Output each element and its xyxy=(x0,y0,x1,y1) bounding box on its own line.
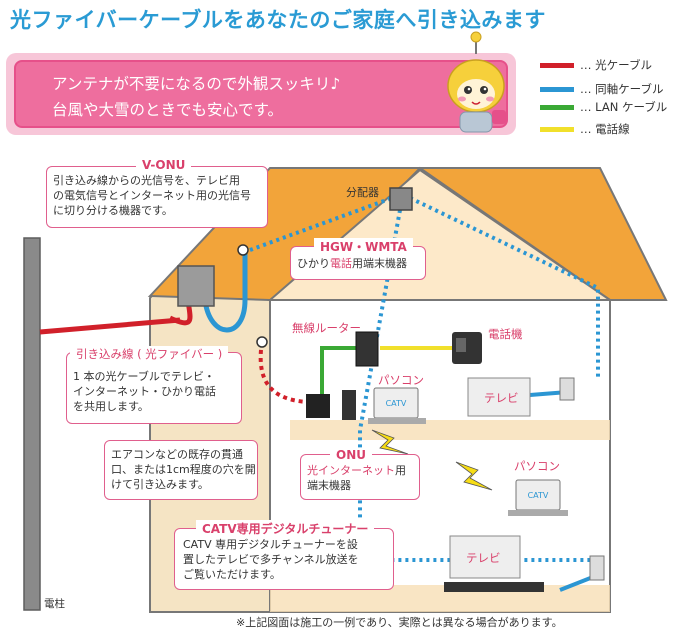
tv2-outlet xyxy=(589,555,605,581)
dropline-title: 引き込み線 ( 光ファイバー ) xyxy=(70,346,229,362)
dropline-text-2: インターネット・ひかり電話 xyxy=(73,385,216,398)
floor-upper xyxy=(290,420,610,440)
legend-swatch-phone-line xyxy=(540,126,574,132)
page-title: 光ファイバーケーブルをあなたのご家庭へ引き込みます xyxy=(10,8,546,32)
splitter-device xyxy=(389,187,413,211)
onu-text-line2: 端末機器 xyxy=(307,479,351,492)
legend-label-lan: … LAN ケーブル xyxy=(580,100,668,114)
catv-title: CATV専用デジタルチューナー xyxy=(196,520,375,537)
hgw-text-suffix: 用端末機器 xyxy=(352,257,407,270)
intro-banner-inner: アンテナが不要になるので外観スッキリ♪ 台風や大雪のときでも安心です。 xyxy=(14,60,508,128)
legend-item-optical: … 光ケーブル xyxy=(540,57,652,73)
legend-item-phone-line: … 電話線 xyxy=(540,121,630,137)
hgw-text-prefix: ひかり xyxy=(297,257,330,270)
legend-swatch-optical xyxy=(540,62,574,68)
v-onu-callout: 引き込み線からの光信号を、テレビ用 の電気信号とインターネット用の光信号 に切り… xyxy=(46,166,268,228)
hgw-title: HGW・WMTA xyxy=(314,238,413,255)
v-onu-text-3: に切り分ける機器です。 xyxy=(53,204,173,217)
wireless-signal-icon xyxy=(455,461,493,491)
pole-label: 電柱 xyxy=(44,598,65,610)
tv2 xyxy=(449,535,521,579)
legend-swatch-lan xyxy=(540,104,574,110)
tv2-label: テレビ xyxy=(466,551,501,565)
tv1 xyxy=(467,377,531,417)
tv1-outlet xyxy=(559,377,575,401)
aircon-note-2: 口、または1cm程度の穴を開 xyxy=(111,463,256,476)
intro-line-2: 台風や大雪のときでも安心です。 xyxy=(52,101,283,119)
pc2-label: パソコン xyxy=(514,459,560,473)
catv-text-2: 置したテレビで多チャンネル放送を xyxy=(183,553,359,566)
v-onu-text-1: 引き込み線からの光信号を、テレビ用 xyxy=(53,174,240,187)
dropline-text-3: を共用します。 xyxy=(73,400,149,413)
router-device xyxy=(355,331,379,367)
footnote: ※上記図面は施工の一例であり、実際とは異なる場合があります。 xyxy=(236,616,563,629)
onu-text-highlight: 光インターネット xyxy=(307,464,395,477)
utility-pole xyxy=(23,237,41,611)
onu-text-suffix: 用 xyxy=(395,464,406,477)
hgw-device xyxy=(342,390,356,420)
phone-label: 電話機 xyxy=(488,327,523,341)
aircon-note-callout: エアコンなどの既存の貫通 口、または1cm程度の穴を開 けて引き込みます。 xyxy=(104,440,258,500)
dropline-callout: 1 本の光ケーブルでテレビ・ インターネット・ひかり電話 を共用します。 xyxy=(66,352,242,424)
legend-item-lan: … LAN ケーブル xyxy=(540,99,667,115)
pc1-label: パソコン xyxy=(378,373,424,387)
intro-banner: アンテナが不要になるので外観スッキリ♪ 台風や大雪のときでも安心です。 xyxy=(6,53,516,135)
legend-swatch-coax xyxy=(540,86,574,92)
onu-callout: 光インターネット用 端末機器 xyxy=(300,454,420,500)
v-onu-text-2: の電気信号とインターネット用の光信号 xyxy=(53,189,251,202)
mascot-illustration xyxy=(447,31,506,133)
router-label: 無線ルーター xyxy=(292,321,361,335)
aircon-note-3: けて引き込みます。 xyxy=(111,478,209,491)
dropline-text-1: 1 本の光ケーブルでテレビ・ xyxy=(73,370,215,383)
v-onu-title: V-ONU xyxy=(136,158,192,172)
catv-tuner-device xyxy=(444,582,544,592)
legend-label-optical: … 光ケーブル xyxy=(580,58,652,72)
legend-label-coax: … 同軸ケーブル xyxy=(580,82,664,96)
catv-text-3: ご覧いただけます。 xyxy=(183,568,281,581)
intro-line-1: アンテナが不要になるので外観スッキリ♪ xyxy=(52,75,341,93)
onu-device xyxy=(306,394,330,418)
catv-text-1: CATV 専用デジタルチューナーを設 xyxy=(183,538,358,551)
hgw-text-highlight: 電話 xyxy=(330,257,352,270)
splitter-label: 分配器 xyxy=(346,186,379,199)
laptop-brand-2: CATV xyxy=(528,491,549,500)
legend-item-coax: … 同軸ケーブル xyxy=(540,81,663,97)
laptop-brand-1: CATV xyxy=(386,399,407,408)
catv-callout: CATV 専用デジタルチューナーを設 置したテレビで多チャンネル放送を ご覧いた… xyxy=(174,528,394,590)
tv1-label: テレビ xyxy=(484,391,519,405)
aircon-note-1: エアコンなどの既存の貫通 xyxy=(111,448,243,461)
onu-title: ONU xyxy=(330,448,372,462)
v-onu-device xyxy=(177,265,215,307)
legend-label-phone-line: … 電話線 xyxy=(580,122,630,136)
